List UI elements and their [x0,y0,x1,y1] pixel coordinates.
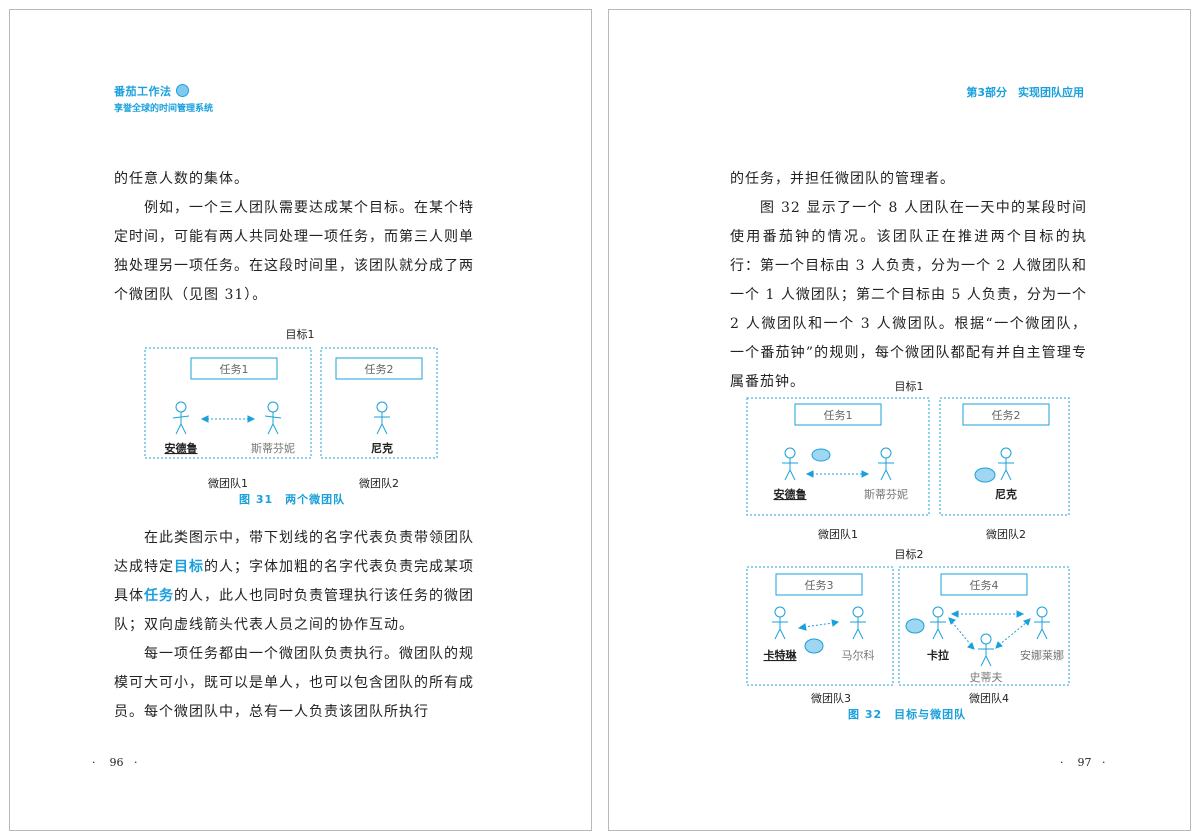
person-icon [978,633,994,667]
person-icon [1034,606,1050,640]
task-box [190,357,278,380]
collaboration-arrow [797,619,840,631]
goal-label: 目标1 [895,379,924,393]
paragraph: 的任务，并担任微团队的管理者。 [730,171,955,187]
book-title: 番茄工作法 [114,83,189,99]
person-icon [878,447,894,481]
person-icon [264,401,282,435]
task-label: 任务1 [220,363,249,376]
paragraph: 的任意人数的集体。 [114,171,249,187]
micro-team-box [144,347,312,459]
micro-team-box [898,566,1070,686]
task-label: 任务4 [970,579,999,592]
goal-label: 目标2 [895,547,924,561]
person-icon [930,606,946,640]
person-name: 史蒂夫 [970,671,1003,684]
figure-31-diagram: 目标1 任务1 任务2 安德鲁 斯蒂芬妮 尼克 微团队1 微团队2 [144,327,438,490]
task-box [335,357,423,380]
person-name-task-owner: 尼克 [371,441,393,455]
person-name: 斯蒂芬妮 [864,487,908,501]
paragraph: 图 32 显示了一个 8 人团队在一天中的某段时间使用番茄钟的情况。该团队正在推… [730,200,1087,390]
task-label: 任务3 [805,579,834,592]
part-header: 第3部分 实现团队应用 [966,86,1084,99]
paragraph: 在此类图示中，带下划线的名字代表负责带领团队达成特定目标的人；字体加粗的名字代表… [114,530,474,633]
right-page: 第3部分 实现团队应用 的任务，并担任微团队的管理者。 图 32 显示了一个 8… [608,9,1191,831]
paragraph-block-top: 的任意人数的集体。 例如，一个三人团队需要达成某个目标。在某个特定时间，可能有两… [114,165,474,310]
person-icon [374,401,390,435]
task-label: 任务1 [824,409,853,422]
left-page: 番茄工作法 享誉全球的时间管理系统 的任意人数的集体。 例如，一个三人团队需要达… [9,9,592,831]
person-name: 安娜莱娜 [1020,648,1064,662]
tomato-icon [175,84,189,97]
micro-team-label: 微团队1 [208,476,248,490]
collaboration-arrow [995,618,1031,649]
book-subtitle: 享誉全球的时间管理系统 [114,104,214,114]
page-number: · 97 · [1060,756,1106,769]
micro-team-label: 微团队2 [359,476,399,490]
figure-caption: 图 31 两个微团队 [239,493,346,506]
micro-team-label: 微团队2 [986,527,1026,541]
micro-team-label: 微团队3 [811,691,851,705]
collaboration-arrow [950,610,1025,618]
paragraph-block-bottom: 在此类图示中，带下划线的名字代表负责带领团队达成特定目标的人；字体加粗的名字代表… [114,524,474,727]
task-box [794,403,882,426]
tomato-timer-icon [804,638,824,654]
person-name: 马尔科 [842,648,875,662]
micro-team-box [320,347,438,459]
task-label: 任务2 [365,363,394,376]
micro-team-label: 微团队1 [818,527,858,541]
person-icon [772,606,788,640]
micro-team-box [939,397,1070,516]
figure-32-diagram: 目标1 任务1 任务2 安德鲁 斯蒂芬妮 尼克 微团队1 微团队2 目标2 任务… [746,379,1070,705]
person-icon [998,447,1014,481]
paragraph-block: 的任务，并担任微团队的管理者。 图 32 显示了一个 8 人团队在一天中的某段时… [730,165,1087,397]
person-name-task-owner: 卡拉 [927,648,949,662]
paragraph: 例如，一个三人团队需要达成某个目标。在某个特定时间，可能有两人共同处理一项任务，… [114,200,474,303]
goal-label: 目标1 [286,327,315,341]
person-name-task-owner: 尼克 [995,487,1017,501]
person-icon [850,606,866,640]
person-name-leader: 安德鲁 [165,441,198,455]
task-box [940,573,1028,596]
tomato-timer-icon [974,467,996,483]
tomato-timer-icon [811,448,831,462]
task-box [962,403,1050,426]
micro-team-label: 微团队4 [969,691,1009,705]
micro-team-box [746,566,894,686]
collaboration-arrow [948,617,975,650]
page-number: · 96 · [92,756,138,769]
person-icon [172,401,190,435]
collaboration-arrow [200,415,256,423]
person-name-leader: 安德鲁 [774,487,807,501]
person-name-leader: 卡特琳 [764,648,798,662]
paragraph: 每一项任务都由一个微团队负责执行。微团队的规模可大可小，既可以是单人，也可以包含… [114,646,474,720]
task-box [775,573,863,596]
person-icon [782,447,798,481]
micro-team-box [746,397,930,516]
figure-caption: 图 32 目标与微团队 [848,708,967,721]
tomato-timer-icon [905,618,925,634]
collaboration-arrow [805,470,870,478]
person-name: 斯蒂芬妮 [251,441,295,455]
task-label: 任务2 [992,409,1021,422]
